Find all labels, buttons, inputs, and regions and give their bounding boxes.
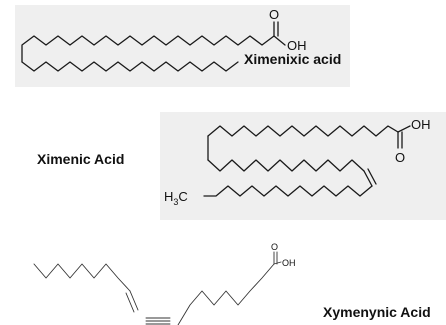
molecule-panel-xymenynic: [28, 246, 418, 325]
molecule-panel-ximenixic: [15, 5, 350, 87]
chain-top-ximenic: [207, 125, 399, 137]
structure-xymenynic: O OH: [33, 242, 296, 325]
chain-left-xymenynic: [33, 263, 131, 292]
molecule-name-xymenynic: Xymenynic Acid: [323, 304, 431, 320]
cis-double-bond-a: [363, 170, 373, 187]
molecule-name-ximenixic: Ximenixic acid: [244, 51, 342, 67]
atom-carbonyl-o: O: [271, 242, 278, 252]
chain-top-ximenixic: [21, 35, 286, 63]
trans-double-bond-a: [129, 290, 139, 311]
cis-double-bond-b: [367, 168, 377, 185]
atom-hydroxyl: OH: [287, 38, 307, 53]
molecule-panel-ximenic: [160, 112, 446, 220]
structure-ximenic: OH O H3C: [164, 117, 431, 207]
hydroxyl-bond: [397, 125, 411, 133]
chain-bottom-ximenic: [203, 185, 373, 197]
atom-carbonyl-o: O: [269, 7, 279, 22]
atom-hydroxyl: OH: [411, 117, 431, 132]
chain-middle-ximenic: [207, 159, 365, 172]
chain-bottom-ximenixic: [21, 61, 239, 72]
structure-ximenixic: O OH: [21, 7, 307, 72]
atom-hydroxyl: OH: [282, 258, 296, 268]
atom-carbonyl-o: O: [395, 150, 405, 165]
atom-methyl-h: H3C: [164, 189, 188, 207]
molecule-name-ximenic: Ximenic Acid: [37, 151, 125, 167]
trans-double-bond-b: [125, 292, 135, 313]
chain-right-xymenynic: [177, 261, 282, 325]
